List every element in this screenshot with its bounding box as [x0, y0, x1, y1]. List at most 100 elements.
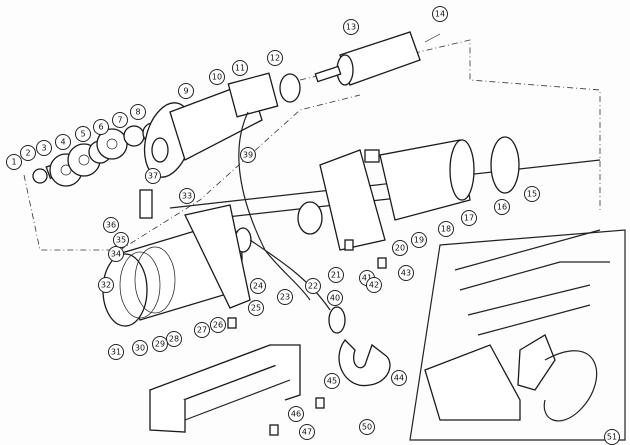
part-number: 31 — [111, 348, 121, 357]
callout-circle — [20, 145, 36, 161]
part-callout-25: 25 — [248, 300, 264, 316]
part-callout-34: 34 — [108, 246, 124, 262]
part-number: 7 — [117, 116, 122, 125]
part-number: 29 — [155, 340, 165, 349]
part-callout-44: 44 — [391, 370, 407, 386]
part-callout-3: 3 — [36, 140, 52, 156]
part-number: 44 — [394, 374, 404, 383]
part-callout-47: 47 — [299, 424, 315, 440]
callout-circle — [248, 300, 264, 316]
hook — [338, 339, 391, 387]
tie-rod — [169, 159, 601, 209]
part-callout-45: 45 — [324, 373, 340, 389]
callout-circle — [277, 289, 293, 305]
part-callout-37: 37 — [145, 168, 161, 184]
remote-control — [517, 334, 556, 391]
callout-circle — [209, 69, 225, 85]
thimble — [328, 306, 346, 334]
callout-circle — [132, 340, 148, 356]
part-callout-12: 12 — [267, 50, 283, 66]
callout-circle — [152, 336, 168, 352]
part-number: 12 — [270, 54, 280, 63]
part-callout-31: 31 — [108, 344, 124, 360]
part-callout-13: 13 — [343, 19, 359, 35]
wire-rope — [249, 239, 331, 311]
callout-circle — [98, 277, 114, 293]
part-number: 10 — [212, 73, 222, 82]
callout-circle — [194, 322, 210, 338]
part-callout-2: 2 — [20, 145, 36, 161]
bolts — [227, 239, 387, 436]
part-number: 9 — [183, 87, 188, 96]
callout-circle — [75, 126, 91, 142]
remote-cord — [543, 350, 598, 422]
part-number: 17 — [464, 214, 474, 223]
callout-circle — [411, 232, 427, 248]
part-callout-36: 36 — [103, 217, 119, 233]
part-callout-11: 11 — [232, 60, 248, 76]
part-number: 33 — [182, 192, 192, 201]
part-callout-29: 29 — [152, 336, 168, 352]
callout-circle — [305, 278, 321, 294]
part-number: 51 — [607, 433, 617, 442]
part-number: 41 — [362, 274, 372, 283]
callout-circle — [359, 419, 375, 435]
part-callout-26: 26 — [210, 317, 226, 333]
part-number: 42 — [369, 281, 379, 290]
part-callout-50: 50 — [359, 419, 375, 435]
part-callout-35: 35 — [113, 232, 129, 248]
part-callout-17: 17 — [461, 210, 477, 226]
part-number: 30 — [135, 344, 145, 353]
cables — [454, 229, 610, 336]
part-callout-7: 7 — [112, 112, 128, 128]
part-number: 21 — [331, 271, 341, 280]
part-number: 4 — [60, 138, 65, 147]
part-callout-40: 40 — [327, 290, 343, 306]
part-callout-28: 28 — [166, 331, 182, 347]
part-callout-42: 42 — [366, 277, 382, 293]
part-callouts: 1234567891011121314151617181920212223242… — [6, 6, 620, 445]
part-callout-39: 39 — [240, 147, 256, 163]
part-number: 16 — [497, 203, 507, 212]
callout-circle — [108, 344, 124, 360]
part-callout-33: 33 — [179, 188, 195, 204]
part-callout-23: 23 — [277, 289, 293, 305]
part-number: 22 — [308, 282, 318, 291]
part-callout-51: 51 — [604, 429, 620, 445]
part-callout-24: 24 — [250, 278, 266, 294]
part-callout-9: 9 — [178, 83, 194, 99]
callout-circle — [55, 134, 71, 150]
part-number: 25 — [251, 304, 261, 313]
callout-circle — [232, 60, 248, 76]
part-callout-22: 22 — [305, 278, 321, 294]
drum-support — [184, 204, 251, 309]
part-callout-21: 21 — [328, 267, 344, 283]
control-box — [424, 344, 521, 421]
part-callout-46: 46 — [288, 406, 304, 422]
part-number: 5 — [80, 130, 85, 139]
end-bearing — [319, 149, 386, 251]
part-number: 24 — [253, 282, 263, 291]
part-number: 47 — [302, 428, 312, 437]
part-number: 14 — [435, 10, 445, 19]
part-number: 20 — [395, 244, 405, 253]
armature — [314, 31, 441, 86]
bushing-ring — [297, 201, 323, 235]
callout-circle — [166, 331, 182, 347]
callout-circle — [494, 199, 510, 215]
callout-circle — [391, 370, 407, 386]
callout-circle — [145, 168, 161, 184]
part-number: 27 — [197, 326, 207, 335]
callout-circle — [93, 119, 109, 135]
part-number: 15 — [527, 190, 537, 199]
part-number: 1 — [11, 158, 16, 167]
callout-circle — [328, 267, 344, 283]
callout-circle — [461, 210, 477, 226]
gear-group-outline — [23, 94, 361, 251]
callout-circle — [524, 186, 540, 202]
part-number: 35 — [116, 236, 126, 245]
part-number: 3 — [41, 144, 46, 153]
gear-set — [32, 122, 164, 219]
brake-assembly — [227, 72, 311, 301]
